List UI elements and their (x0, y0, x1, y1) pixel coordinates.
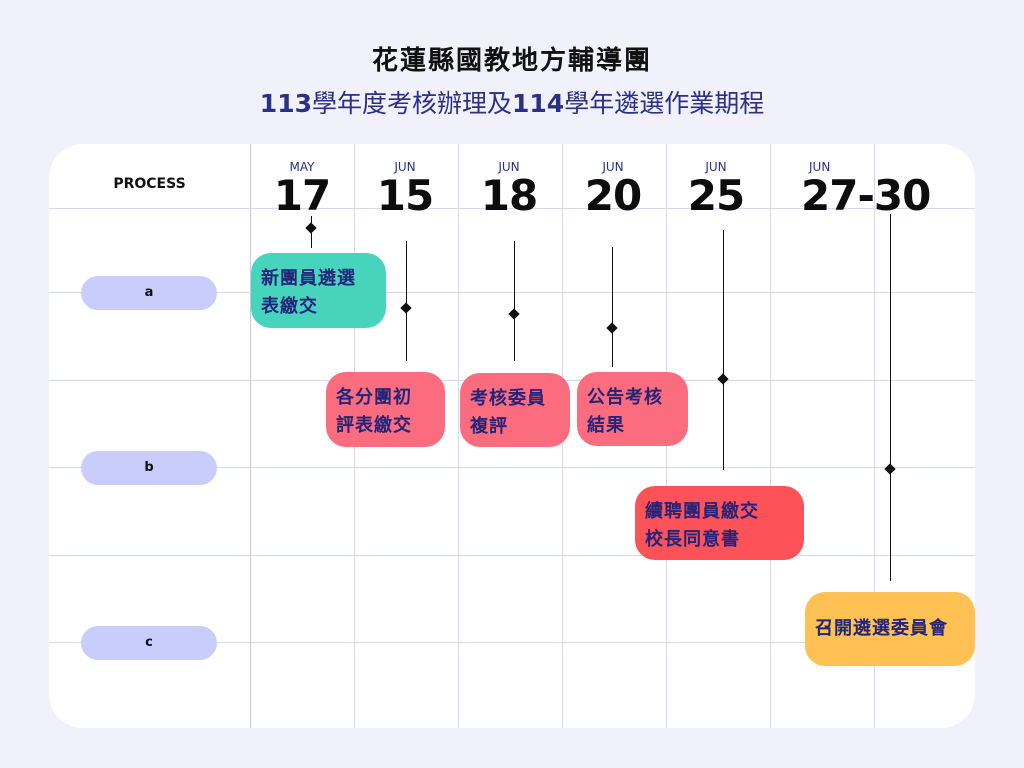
subtitle-mid-text: 學年度考核辦理及 (311, 89, 512, 118)
date-header-5: JUN 27-30 (779, 144, 939, 218)
grid-line-h (49, 208, 975, 209)
page-subtitle: 113學年度考核辦理及114學年遴選作業期程 (0, 84, 1024, 120)
timeline-line (723, 230, 724, 470)
task-text: 評表繳交 (336, 415, 412, 436)
grid-line-v (770, 144, 771, 728)
grid-line-h (49, 555, 975, 556)
date-month: JUN (705, 160, 727, 174)
timeline-marker (400, 302, 412, 314)
grid-line-h (49, 467, 975, 468)
timeline-line (406, 241, 407, 361)
timeline-line (612, 247, 613, 367)
date-month: JUN (498, 160, 520, 174)
task-text: 各分團初 (336, 387, 412, 408)
date-day: 18 (480, 171, 538, 220)
task-text: 續聘團員繳交 (645, 501, 759, 522)
grid-line-v (250, 144, 251, 728)
date-day: 25 (687, 171, 745, 220)
date-month: MAY (289, 160, 315, 174)
task-principal-consent: 續聘團員繳交 校長同意書 (635, 486, 804, 560)
task-text: 新團員遴選 (261, 268, 356, 289)
timeline-line (514, 241, 515, 361)
timeline-marker (508, 308, 520, 320)
date-month: JUN (602, 160, 624, 174)
date-day: 20 (584, 171, 642, 220)
date-month: JUN (394, 160, 416, 174)
task-text: 結果 (587, 415, 625, 436)
subtitle-year-113: 113 (259, 89, 312, 118)
process-header: PROCESS (113, 176, 186, 192)
date-day: 17 (273, 171, 331, 220)
timeline-marker (606, 322, 618, 334)
row-label-b: b (81, 451, 217, 485)
task-text: 公告考核 (587, 387, 663, 408)
task-initial-review-form: 各分團初 評表繳交 (326, 372, 445, 447)
grid-line-v (458, 144, 459, 728)
task-announce-results: 公告考核 結果 (577, 372, 688, 446)
process-label-column: PROCESS a b c (49, 144, 250, 728)
timeline-marker (305, 222, 317, 234)
timeline-card: PROCESS a b c MAY 17 JUN 15 JUN 18 JUN 2… (49, 144, 975, 728)
date-month: JUN (809, 160, 831, 174)
timeline-line (890, 214, 891, 581)
task-text: 表繳交 (261, 296, 318, 317)
task-committee-meeting: 召開遴選委員會 (805, 592, 975, 666)
grid-line-v (874, 144, 875, 728)
date-day: 27-30 (801, 171, 931, 220)
grid-line-h (49, 642, 975, 643)
task-text: 考核委員 (470, 388, 546, 409)
task-text: 複評 (470, 416, 508, 437)
subtitle-year-114: 114 (512, 89, 565, 118)
timeline-marker (717, 373, 729, 385)
page-title: 花蓮縣國教地方輔導團 (371, 46, 652, 76)
task-committee-review: 考核委員 複評 (460, 373, 570, 447)
date-header-4: JUN 25 (676, 144, 756, 218)
task-text: 召開遴選委員會 (815, 618, 948, 639)
timeline-marker (884, 463, 896, 475)
date-header-0: MAY 17 (262, 144, 342, 218)
task-new-member-form: 新團員遴選 表繳交 (251, 253, 386, 328)
row-label-a: a (81, 276, 217, 310)
date-header-2: JUN 18 (469, 144, 549, 218)
subtitle-suffix-text: 學年遴選作業期程 (564, 89, 765, 118)
row-label-c: c (81, 626, 217, 660)
grid-line-h (49, 292, 975, 293)
date-header-3: JUN 20 (573, 144, 653, 218)
date-header-1: JUN 15 (365, 144, 445, 218)
date-day: 15 (376, 171, 434, 220)
task-text: 校長同意書 (645, 529, 740, 550)
